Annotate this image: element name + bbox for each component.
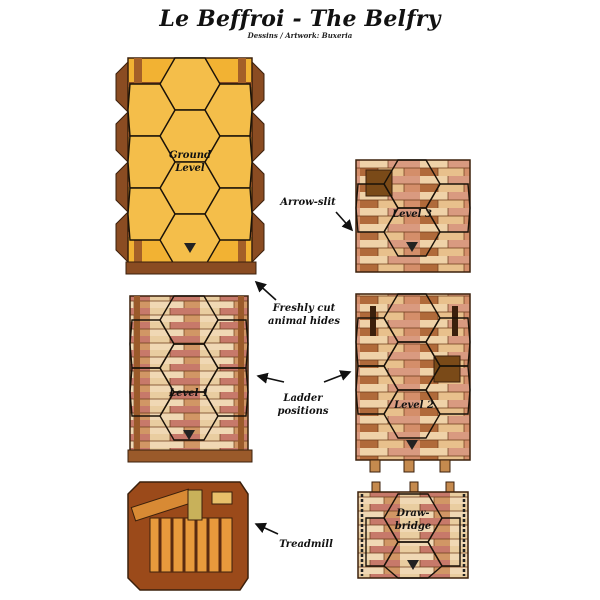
ladder-marker-icon	[407, 560, 419, 570]
ladder-marker-icon	[406, 242, 418, 252]
artwork-credit: Dessins / Artwork: Buxeria	[247, 31, 353, 40]
drawbridge-label-line2: bridge	[395, 521, 431, 532]
ladder-arrow-right	[323, 370, 352, 383]
treadmill-arrow	[254, 522, 279, 535]
drawbridge-label-line1: Draw-	[395, 508, 429, 519]
ladder-marker-icon	[184, 243, 196, 253]
arrow-slit-arrow	[335, 211, 354, 232]
drawbridge-tile: Draw- bridge	[357, 481, 469, 579]
level-1-tile: Level 1	[127, 295, 253, 463]
treadmill-label: Treadmill	[279, 539, 333, 550]
ladder-label: Ladder positions	[270, 392, 336, 418]
ground-level-tile: Ground Level	[115, 57, 265, 275]
ladder-marker-icon	[406, 440, 418, 450]
level-3-tile: Level 3	[355, 159, 471, 273]
hides-label-line2: animal hides	[268, 316, 340, 327]
hides-label-line1: Freshly cut	[272, 303, 336, 314]
arrow-slit-label: Arrow-slit	[280, 197, 336, 208]
treadmill-tile	[127, 481, 249, 591]
level-2-tile: Level 2	[355, 293, 471, 473]
hides-arrow	[254, 280, 277, 301]
level-3-label: Level 3	[391, 209, 432, 220]
ladder-arrow-left	[256, 372, 285, 384]
ladder-label-line2: positions	[277, 406, 329, 417]
page-title: Le Beffroi - The Belfry	[159, 6, 441, 32]
ladder-label-line1: Ladder	[283, 393, 323, 404]
level-1-label: Level 1	[168, 388, 209, 399]
ladder-marker-icon	[183, 430, 195, 440]
level-2-label: Level 2	[393, 400, 434, 411]
ground-label-line1: Ground	[169, 150, 211, 161]
hides-label: Freshly cut animal hides	[262, 302, 346, 328]
ground-label-line2: Level	[174, 163, 205, 174]
